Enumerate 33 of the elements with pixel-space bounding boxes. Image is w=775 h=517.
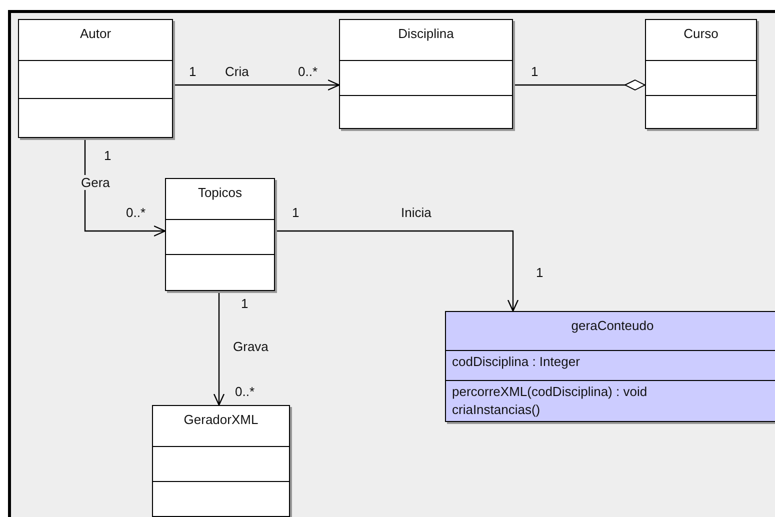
class-name: Disciplina — [398, 25, 454, 43]
class-box — [645, 19, 757, 129]
association-arrow — [173, 79, 340, 91]
class-name: GeradorXML — [184, 411, 258, 429]
association-arrow — [84, 138, 166, 237]
association-arrow — [213, 291, 225, 406]
class-box — [339, 19, 513, 129]
edge-label: Cria — [224, 64, 250, 79]
multiplicity-label: 1 — [188, 64, 198, 79]
class-name: Curso — [684, 25, 718, 43]
multiplicity-label: 1 — [103, 148, 112, 163]
class-name: geraConteudo — [571, 317, 654, 335]
multiplicity-label: 1 — [291, 205, 300, 220]
multiplicity-label: 1 — [240, 296, 250, 311]
multiplicity-label: 1 — [530, 64, 540, 79]
multiplicity-label: 1 — [535, 265, 544, 280]
association-arrow — [275, 230, 519, 312]
operation-text: percorreXML(codDisciplina) : void — [452, 383, 648, 401]
multiplicity-label: 0..* — [297, 64, 319, 79]
class-name: Topicos — [198, 184, 242, 202]
class-box — [18, 19, 173, 138]
attribute-text: codDisciplina : Integer — [452, 353, 581, 372]
class-name: Autor — [80, 25, 112, 43]
edge-label: Inicia — [400, 205, 432, 220]
edge-label: Grava — [232, 339, 270, 354]
multiplicity-label: 0..* — [125, 205, 147, 220]
operation-text: criaInstancias() — [452, 401, 542, 419]
class-box — [165, 178, 275, 291]
class-box — [152, 405, 290, 517]
aggregation-line — [513, 80, 646, 90]
edge-label: Gera — [80, 175, 111, 190]
multiplicity-label: 0..* — [234, 384, 256, 399]
class-box — [445, 311, 775, 422]
